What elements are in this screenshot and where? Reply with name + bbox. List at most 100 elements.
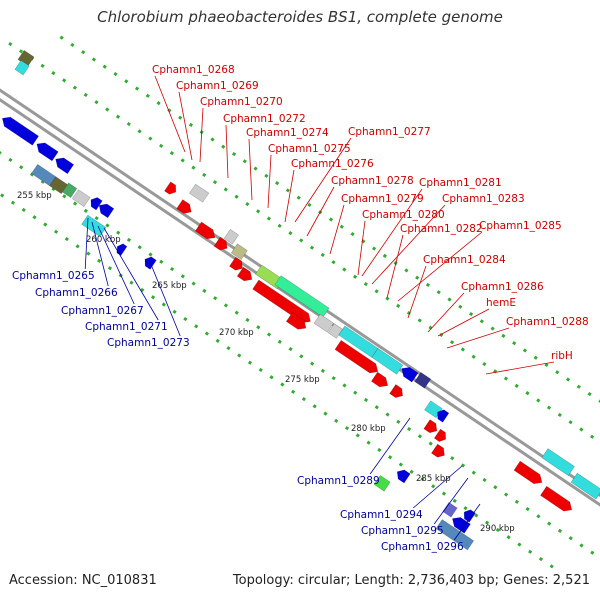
reverse-gene-arrow[interactable]: [449, 514, 471, 534]
forward-gene-label[interactable]: Cphamn1_0269: [176, 80, 259, 92]
reverse-gene-label[interactable]: Cphamn1_0289: [297, 475, 380, 487]
forward-gene-label[interactable]: ribH: [551, 350, 573, 362]
forward-gene-label[interactable]: Cphamn1_0268: [152, 64, 235, 76]
forward-gene-label[interactable]: Cphamn1_0280: [362, 209, 445, 221]
gene-block[interactable]: [570, 472, 600, 500]
tick-mark: [115, 114, 121, 119]
reverse-gene-arrow[interactable]: [394, 467, 411, 484]
forward-gene-arrow[interactable]: [389, 384, 406, 400]
reverse-gene-label[interactable]: Cphamn1_0295: [361, 525, 444, 537]
forward-gene-label[interactable]: Cphamn1_0283: [442, 193, 525, 205]
forward-gene-arrow[interactable]: [176, 199, 195, 217]
gene-block[interactable]: [189, 183, 210, 203]
tick-mark: [385, 296, 390, 301]
gene-block[interactable]: [313, 313, 334, 333]
gene-block[interactable]: [223, 228, 239, 245]
gene-block[interactable]: [230, 243, 248, 261]
reverse-gene-label[interactable]: Cphamn1_0294: [340, 509, 423, 521]
tick-mark: [202, 288, 207, 293]
reverse-gene-arrow[interactable]: [96, 201, 115, 219]
tick-mark: [506, 535, 511, 540]
gene-block[interactable]: [14, 59, 30, 76]
forward-gene-label[interactable]: Cphamn1_0281: [419, 177, 502, 189]
gene-block[interactable]: [327, 323, 343, 339]
forward-gene-arrow[interactable]: [194, 221, 218, 242]
reverse-gene-label[interactable]: Cphamn1_0266: [35, 287, 118, 299]
gene-block[interactable]: [61, 182, 78, 199]
forward-gene-label[interactable]: Cphamn1_0270: [200, 96, 283, 108]
reverse-gene-label[interactable]: Cphamn1_0273: [107, 337, 190, 349]
gene-block[interactable]: [371, 347, 404, 375]
gene-block[interactable]: [414, 371, 432, 389]
reverse-gene-arrow[interactable]: [399, 364, 419, 383]
forward-gene-arrow[interactable]: [431, 443, 447, 460]
forward-gene-arrow[interactable]: [334, 339, 381, 376]
forward-gene-label[interactable]: Cphamn1_0282: [400, 223, 483, 235]
forward-gene-arrow[interactable]: [236, 266, 255, 284]
forward-gene-arrow[interactable]: [164, 181, 178, 197]
tick-mark: [299, 238, 304, 243]
tick-mark: [463, 506, 468, 511]
reverse-gene-label[interactable]: Cphamn1_0296: [381, 541, 464, 553]
forward-gene-label[interactable]: Cphamn1_0277: [348, 126, 431, 138]
tick-mark: [334, 418, 339, 423]
forward-gene-label[interactable]: Cphamn1_0279: [341, 193, 424, 205]
reverse-gene-label[interactable]: Cphamn1_0267: [61, 305, 144, 317]
forward-gene-arrow[interactable]: [370, 371, 390, 390]
reverse-gene-arrow[interactable]: [88, 195, 103, 211]
reverse-gene-label[interactable]: Cphamn1_0265: [12, 270, 95, 282]
reverse-gene-arrow[interactable]: [142, 255, 157, 270]
forward-gene-label[interactable]: Cphamn1_0285: [479, 220, 562, 232]
tick-mark: [105, 223, 110, 228]
forward-gene-label[interactable]: Cphamn1_0288: [506, 316, 589, 328]
reverse-gene-arrow[interactable]: [0, 114, 40, 146]
forward-gene-arrow[interactable]: [433, 428, 448, 444]
tick-mark: [221, 144, 226, 149]
forward-gene-label[interactable]: Cphamn1_0274: [246, 127, 329, 139]
label-leader-line: [267, 154, 272, 209]
forward-gene-label[interactable]: Cphamn1_0284: [423, 254, 506, 266]
forward-gene-label[interactable]: hemE: [486, 297, 516, 309]
gene-block[interactable]: [442, 501, 458, 518]
tick-mark: [484, 520, 490, 525]
forward-gene-arrow[interactable]: [229, 256, 245, 273]
forward-gene-label[interactable]: Cphamn1_0286: [461, 281, 544, 293]
gene-block[interactable]: [49, 176, 68, 195]
forward-gene-label[interactable]: Cphamn1_0272: [223, 113, 306, 125]
tick-mark: [275, 181, 280, 186]
reverse-gene-arrow[interactable]: [461, 507, 476, 523]
tick-mark: [253, 166, 258, 171]
gene-block[interactable]: [71, 189, 91, 207]
tick-mark: [471, 470, 476, 475]
gene-block[interactable]: [373, 474, 391, 492]
tick-mark: [590, 550, 595, 555]
reverse-gene-label[interactable]: Cphamn1_0271: [85, 321, 168, 333]
reverse-gene-arrow[interactable]: [114, 242, 128, 257]
reverse-gene-arrow[interactable]: [434, 407, 450, 423]
tick-mark: [514, 383, 519, 388]
tick-mark: [528, 549, 533, 554]
forward-gene-label[interactable]: Cphamn1_0276: [291, 158, 374, 170]
forward-gene-arrow[interactable]: [213, 236, 230, 253]
forward-gene-arrow[interactable]: [423, 419, 440, 436]
tick-mark: [264, 173, 269, 178]
forward-gene-arrow[interactable]: [285, 311, 309, 332]
forward-gene-label[interactable]: Cphamn1_0278: [331, 175, 414, 187]
tick-mark: [533, 355, 538, 360]
tick-mark: [210, 137, 215, 142]
forward-gene-arrow[interactable]: [540, 485, 574, 514]
forward-gene-label[interactable]: Cphamn1_0275: [268, 143, 351, 155]
gene-block[interactable]: [435, 519, 475, 551]
reverse-gene-arrow[interactable]: [34, 139, 59, 162]
gene-block[interactable]: [541, 448, 575, 477]
tick-mark: [256, 325, 261, 330]
tick-mark: [145, 93, 150, 98]
tick-mark: [213, 296, 218, 301]
gene-block[interactable]: [81, 214, 107, 238]
forward-gene-arrow[interactable]: [513, 460, 545, 487]
reverse-gene-arrow[interactable]: [53, 155, 75, 175]
label-leader-line: [306, 186, 335, 237]
forward-gene-arrow[interactable]: [252, 279, 314, 326]
gene-block[interactable]: [31, 163, 57, 187]
label-leader-line: [284, 169, 295, 223]
